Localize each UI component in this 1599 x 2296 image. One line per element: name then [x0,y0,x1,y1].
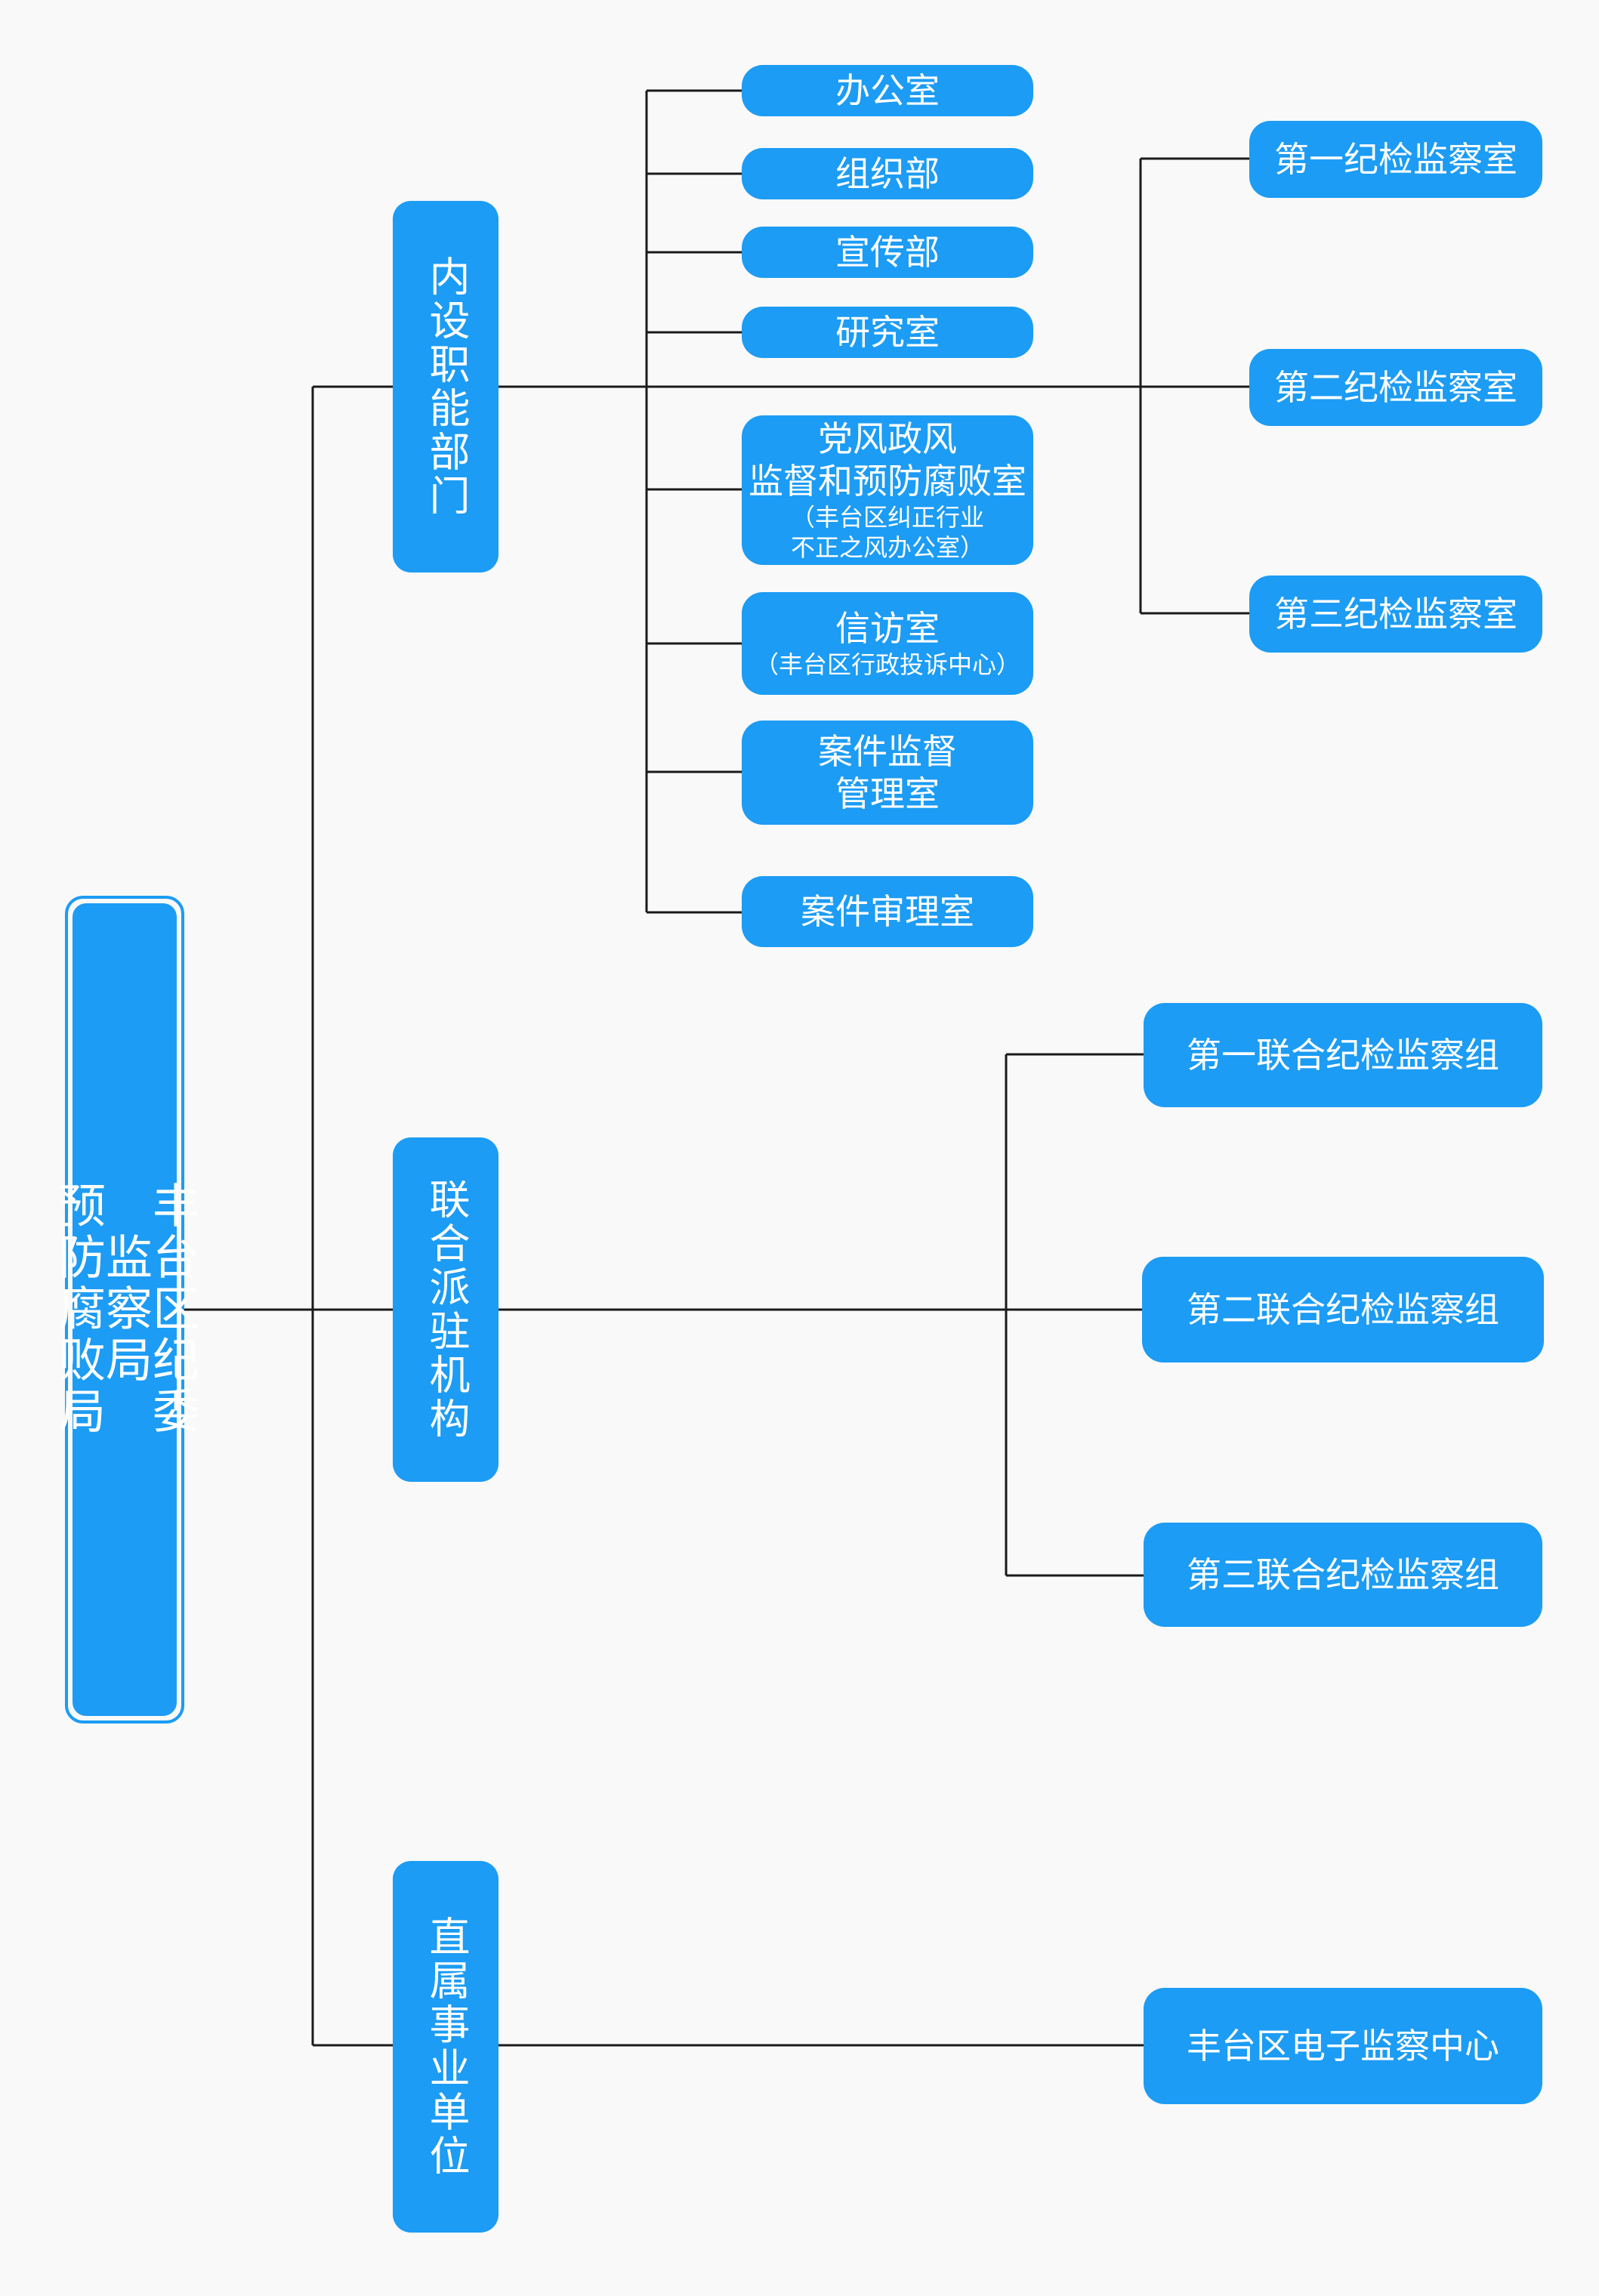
category-label: 联合派驻机构 [422,1178,470,1441]
category-label: 内设职能部门 [422,255,470,518]
dept-label: 组织部 [835,153,940,194]
joint-group-1[interactable]: 第一联合纪检监察组 [1144,1003,1542,1107]
dept-publicity[interactable]: 宣传部 [742,227,1033,278]
group-label: 第三联合纪检监察组 [1187,1554,1499,1595]
dept-label-line2: 监督和预防腐败室 [749,461,1026,501]
category-joint-stationed-agencies[interactable]: 联合派驻机构 [393,1137,499,1482]
dept-sub-label: （丰台区纠正行业 [790,503,984,532]
root-node-fill: 丰台区纪委 监察局 预防腐败局 [51,903,199,1716]
dept-label: 党风政风 [818,418,957,459]
dept-research[interactable]: 研究室 [742,307,1033,358]
joint-group-3[interactable]: 第三联合纪检监察组 [1144,1523,1542,1627]
joint-group-2[interactable]: 第二联合纪检监察组 [1142,1257,1544,1362]
room-label: 第二纪检监察室 [1274,367,1517,408]
dept-sub-label: （丰台区行政投诉中心） [754,650,1020,679]
dept-label: 办公室 [835,70,940,111]
dept-sub-label-line2: 不正之风办公室） [790,533,984,562]
dept-office[interactable]: 办公室 [742,65,1033,116]
group-label: 第一联合纪检监察组 [1187,1035,1499,1075]
dept-organization[interactable]: 组织部 [742,148,1033,199]
root-label: 丰台区纪委 监察局 预防腐败局 [51,1181,199,1438]
room-label: 第三纪检监察室 [1274,594,1517,634]
dept-label: 信访室 [835,608,940,649]
dept-petition[interactable]: 信访室 （丰台区行政投诉中心） [742,592,1033,695]
category-label: 直属事业单位 [422,1915,470,2178]
inspection-room-3[interactable]: 第三纪检监察室 [1249,576,1542,653]
dept-case-supervision[interactable]: 案件监督 管理室 [742,721,1033,825]
dept-label: 案件监督 [818,731,957,772]
room-label: 第一纪检监察室 [1274,139,1517,180]
category-affiliated-units[interactable]: 直属事业单位 [393,1861,499,2233]
dept-label: 宣传部 [835,232,940,273]
inspection-room-2[interactable]: 第二纪检监察室 [1249,349,1542,426]
category-internal-departments[interactable]: 内设职能部门 [393,201,499,572]
root-node[interactable]: 丰台区纪委 监察局 预防腐败局 [51,896,199,1724]
dept-conduct-supervision[interactable]: 党风政风 监督和预防腐败室 （丰台区纠正行业 不正之风办公室） [742,415,1033,565]
dept-label: 研究室 [835,312,940,353]
dept-label: 案件审理室 [801,891,974,932]
dept-label-line2: 管理室 [835,773,940,814]
dept-case-review[interactable]: 案件审理室 [742,876,1033,947]
affiliated-unit-e-supervision-center[interactable]: 丰台区电子监察中心 [1144,1988,1542,2104]
inspection-room-1[interactable]: 第一纪检监察室 [1249,121,1542,198]
unit-label: 丰台区电子监察中心 [1187,2026,1499,2066]
group-label: 第二联合纪检监察组 [1187,1289,1499,1330]
